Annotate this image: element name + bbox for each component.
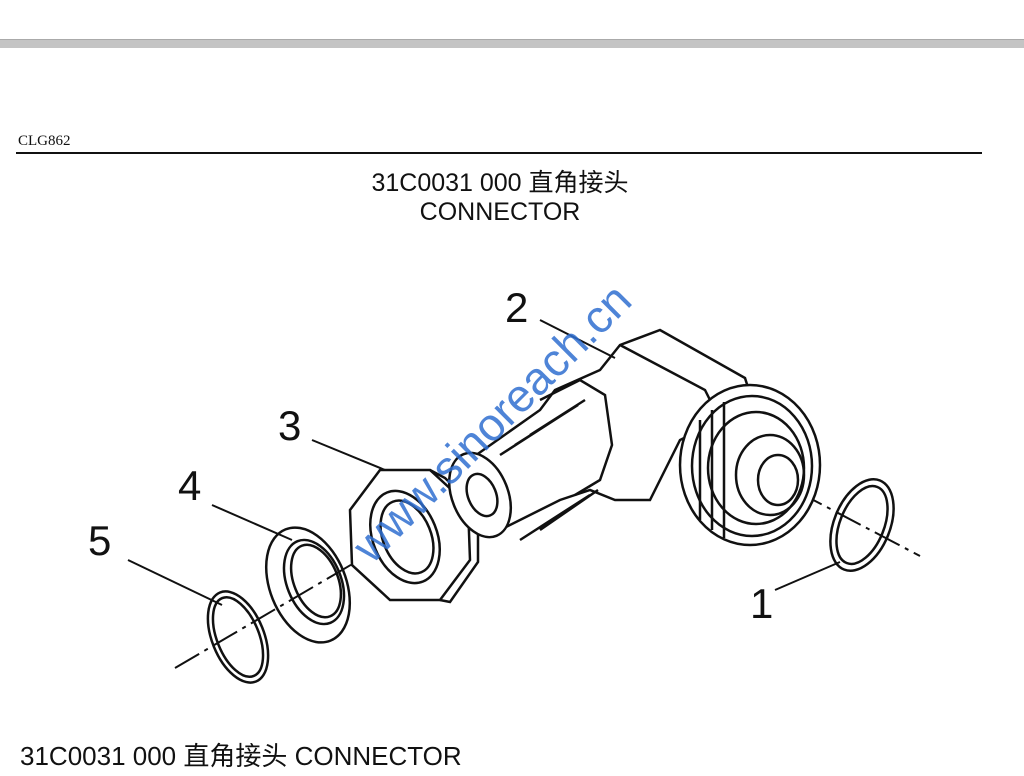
model-code: CLG862 — [18, 133, 71, 149]
callout-3: 3 — [278, 402, 301, 449]
part-4-washer — [264, 526, 352, 644]
part-3-nut — [348, 468, 480, 604]
part-2-elbow — [447, 328, 822, 547]
callout-5: 5 — [88, 517, 111, 564]
callout-leaders — [127, 319, 841, 606]
callout-2: 2 — [505, 284, 528, 331]
viewer-page-separator — [0, 39, 1024, 48]
part-1-ring — [829, 478, 895, 572]
callout-1: 1 — [750, 580, 773, 627]
figure-caption: 31C0031 000 直角接头 CONNECTOR — [20, 741, 462, 771]
header-rule — [16, 152, 982, 154]
part-subtitle: CONNECTOR — [419, 198, 581, 226]
part-5-ring — [206, 590, 270, 684]
callout-4: 4 — [178, 462, 201, 509]
part-title: 31C0031 000 直角接头 — [371, 169, 629, 197]
